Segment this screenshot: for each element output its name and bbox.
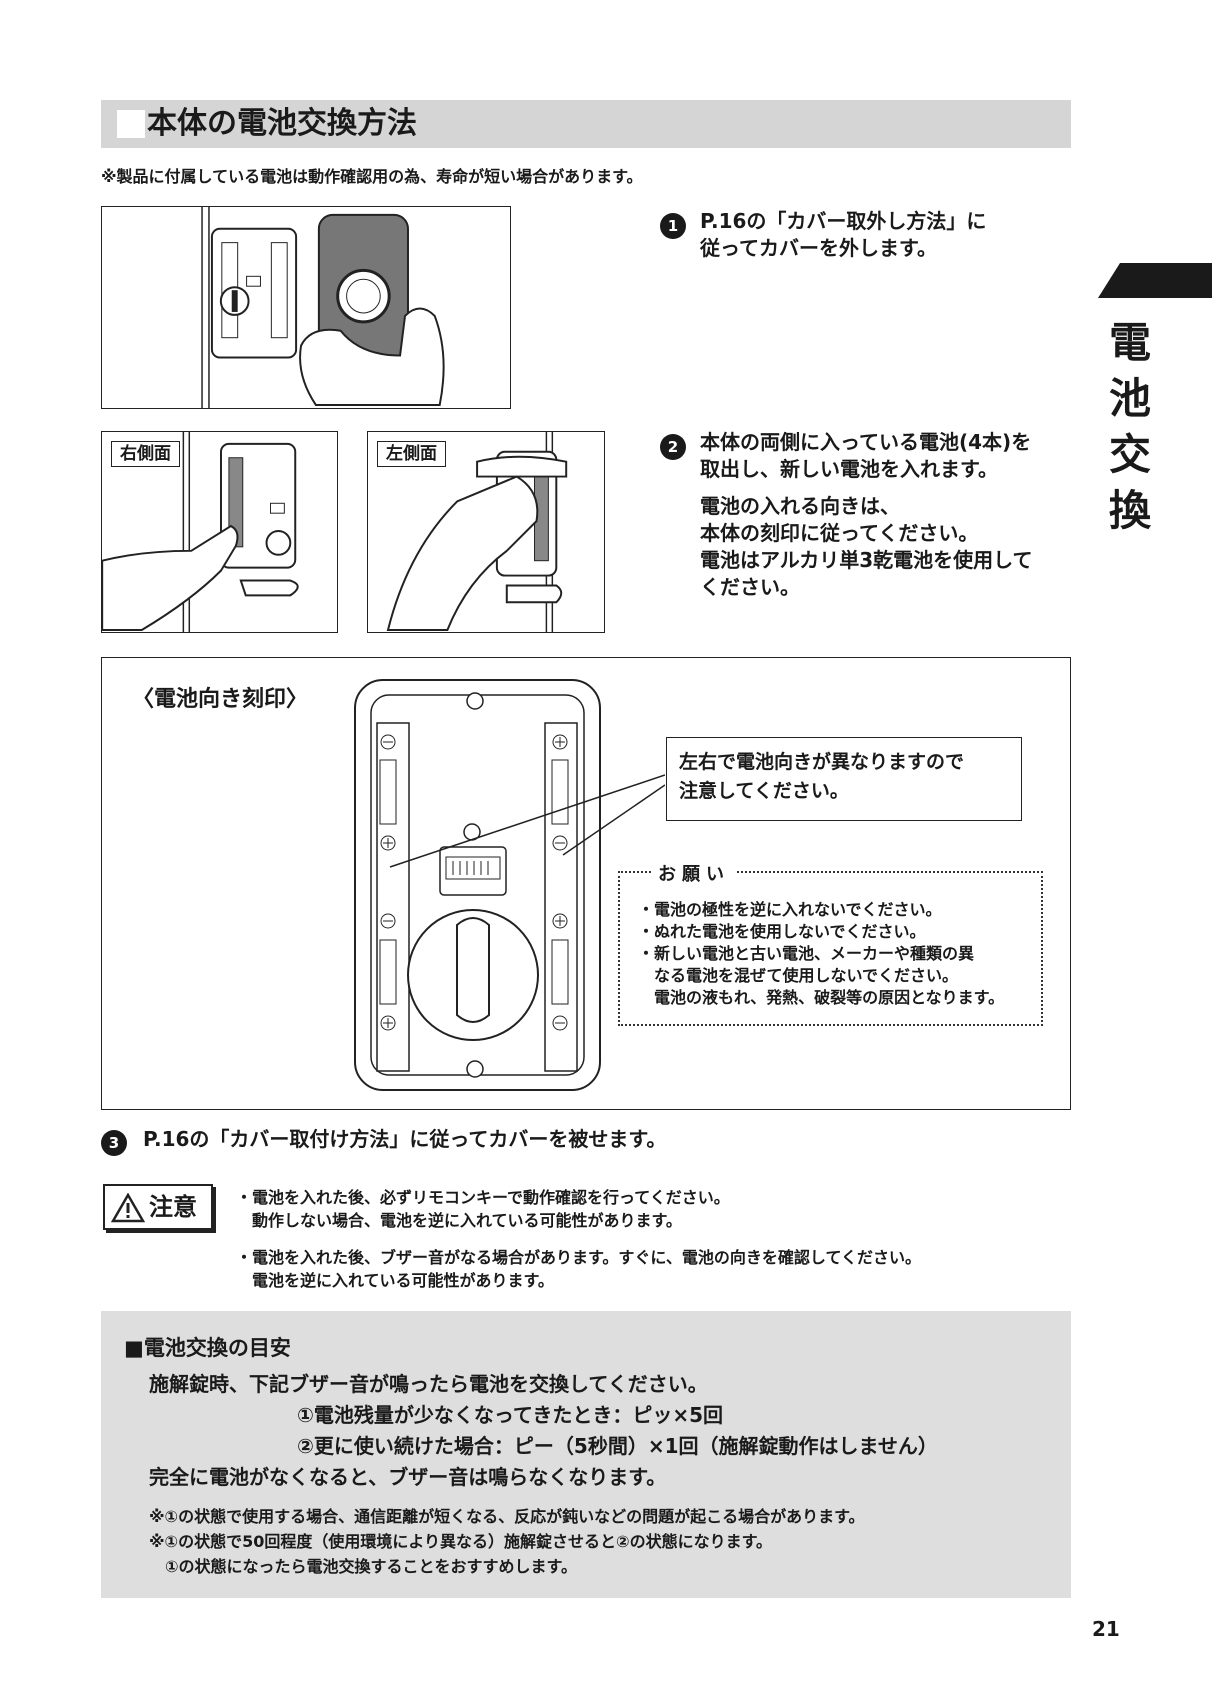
step-3-number: 3 (101, 1130, 127, 1156)
right-side-drawing (102, 432, 299, 632)
request-line-1: ・電池の極性を逆に入れないでください。 (638, 900, 942, 919)
note-top: ※製品に付属している電池は動作確認用の為、寿命が短い場合があります。 (101, 167, 643, 186)
side-tab-marker (1098, 263, 1212, 298)
caution-item-1: ・電池を入れた後、必ずリモコンキーで動作確認を行ってください。 動作しない場合、… (236, 1186, 730, 1232)
step-2-line-1: 本体の両側に入っている電池(4本)を (700, 430, 1032, 454)
guide-title: ■電池交換の目安 (124, 1336, 291, 1360)
request-line-4: なる電池を混ぜて使用しないでください。 (638, 966, 959, 985)
page-number: 21 (1092, 1617, 1120, 1641)
side-tab-title: 電池交換 (1108, 318, 1151, 535)
caution-item-2-line-2: 電池を逆に入れている可能性があります。 (236, 1271, 554, 1290)
step-2-text: 本体の両側に入っている電池(4本)を 取出し、新しい電池を入れます。 電池の入れ… (700, 429, 1033, 601)
caution-item-2: ・電池を入れた後、ブザー音がなる場合があります。すぐに、電池の向きを確認してくだ… (236, 1246, 921, 1292)
step-2-line-2: 取出し、新しい電池を入れます。 (700, 457, 998, 481)
battery-guideline-box (101, 1311, 1071, 1598)
guide-note-1: ※①の状態で使用する場合、通信距離が短くなる、反応が鈍いなどの問題が起こる場合が… (149, 1507, 865, 1526)
guide-line-2: 完全に電池がなくなると、ブザー音は鳴らなくなります。 (149, 1465, 667, 1489)
illustration-right-side: 右側面 (101, 431, 338, 633)
request-title: お願い (652, 860, 736, 886)
request-line-5: 電池の液もれ、発熱、破裂等の原因となります。 (638, 988, 1005, 1007)
section-header: 本体の電池交換方法 (101, 100, 1071, 148)
caution-label: 注意 (149, 1193, 197, 1221)
request-box: お願い ・電池の極性を逆に入れないでください。 ・ぬれた電池を使用しないでくださ… (618, 860, 1043, 1026)
illustration-cover-removal (101, 206, 511, 409)
guide-item-2: ②更に使い続けた場合：ピー（5秒間）×1回（施解錠動作はしません） (297, 1434, 938, 1458)
lock-body-drawing (354, 679, 665, 1091)
guide-note-2: ※①の状態で50回程度（使用環境により異なる）施解錠させると②の状態になります。 (149, 1532, 772, 1551)
section-title: 本体の電池交換方法 (147, 106, 417, 141)
left-side-drawing (386, 432, 568, 632)
illustration-left-side: 左側面 (367, 431, 605, 633)
orientation-callout: 左右で電池向きが異なりますので 注意してください。 (666, 737, 1022, 821)
cover-removal-drawing (201, 207, 445, 408)
caution-badge: 注意 (103, 1184, 213, 1230)
right-side-label: 右側面 (111, 441, 180, 467)
header-square-icon (117, 110, 145, 138)
step-2-sub-line-1: 電池の入れる向きは、 (700, 494, 900, 518)
step-1-line-2: 従ってカバーを外します。 (700, 236, 937, 260)
guide-line-1: 施解錠時、下記ブザー音が鳴ったら電池を交換してください。 (149, 1372, 708, 1396)
diagram-title: 〈電池向き刻印〉 (132, 687, 309, 712)
step-2-sub-line-2: 本体の刻印に従ってください。 (700, 521, 979, 545)
request-line-2: ・ぬれた電池を使用しないでください。 (638, 922, 926, 941)
step-2-sub-line-3: 電池はアルカリ単3乾電池を使用して (700, 548, 1033, 572)
step-2-sub-line-4: ください。 (700, 575, 800, 599)
callout-line-1: 左右で電池向きが異なりますので (679, 751, 965, 773)
guide-item-1: ①電池残量が少なくなってきたとき：ピッ×5回 (297, 1403, 724, 1427)
callout-line-2: 注意してください。 (679, 780, 849, 802)
guide-note-3: ①の状態になったら電池交換することをおすすめします。 (149, 1557, 577, 1576)
step-3-text: P.16の「カバー取付け方法」に従ってカバーを被せます。 (143, 1127, 667, 1151)
caution-item-1-line-2: 動作しない場合、電池を逆に入れている可能性があります。 (236, 1211, 682, 1230)
step-1-line-1: P.16の「カバー取外し方法」に (700, 209, 987, 233)
request-line-3: ・新しい電池と古い電池、メーカーや種類の異 (638, 944, 975, 963)
warning-triangle-icon (111, 1193, 145, 1223)
step-1-text: P.16の「カバー取外し方法」に 従ってカバーを外します。 (700, 208, 986, 262)
left-side-label: 左側面 (377, 441, 446, 467)
step-2-number: 2 (660, 434, 686, 460)
caution-item-1-line-1: ・電池を入れた後、必ずリモコンキーで動作確認を行ってください。 (236, 1188, 730, 1207)
step-1-number: 1 (660, 213, 686, 239)
caution-item-2-line-1: ・電池を入れた後、ブザー音がなる場合があります。すぐに、電池の向きを確認してくだ… (236, 1248, 921, 1267)
battery-orientation-diagram (101, 657, 1071, 1110)
